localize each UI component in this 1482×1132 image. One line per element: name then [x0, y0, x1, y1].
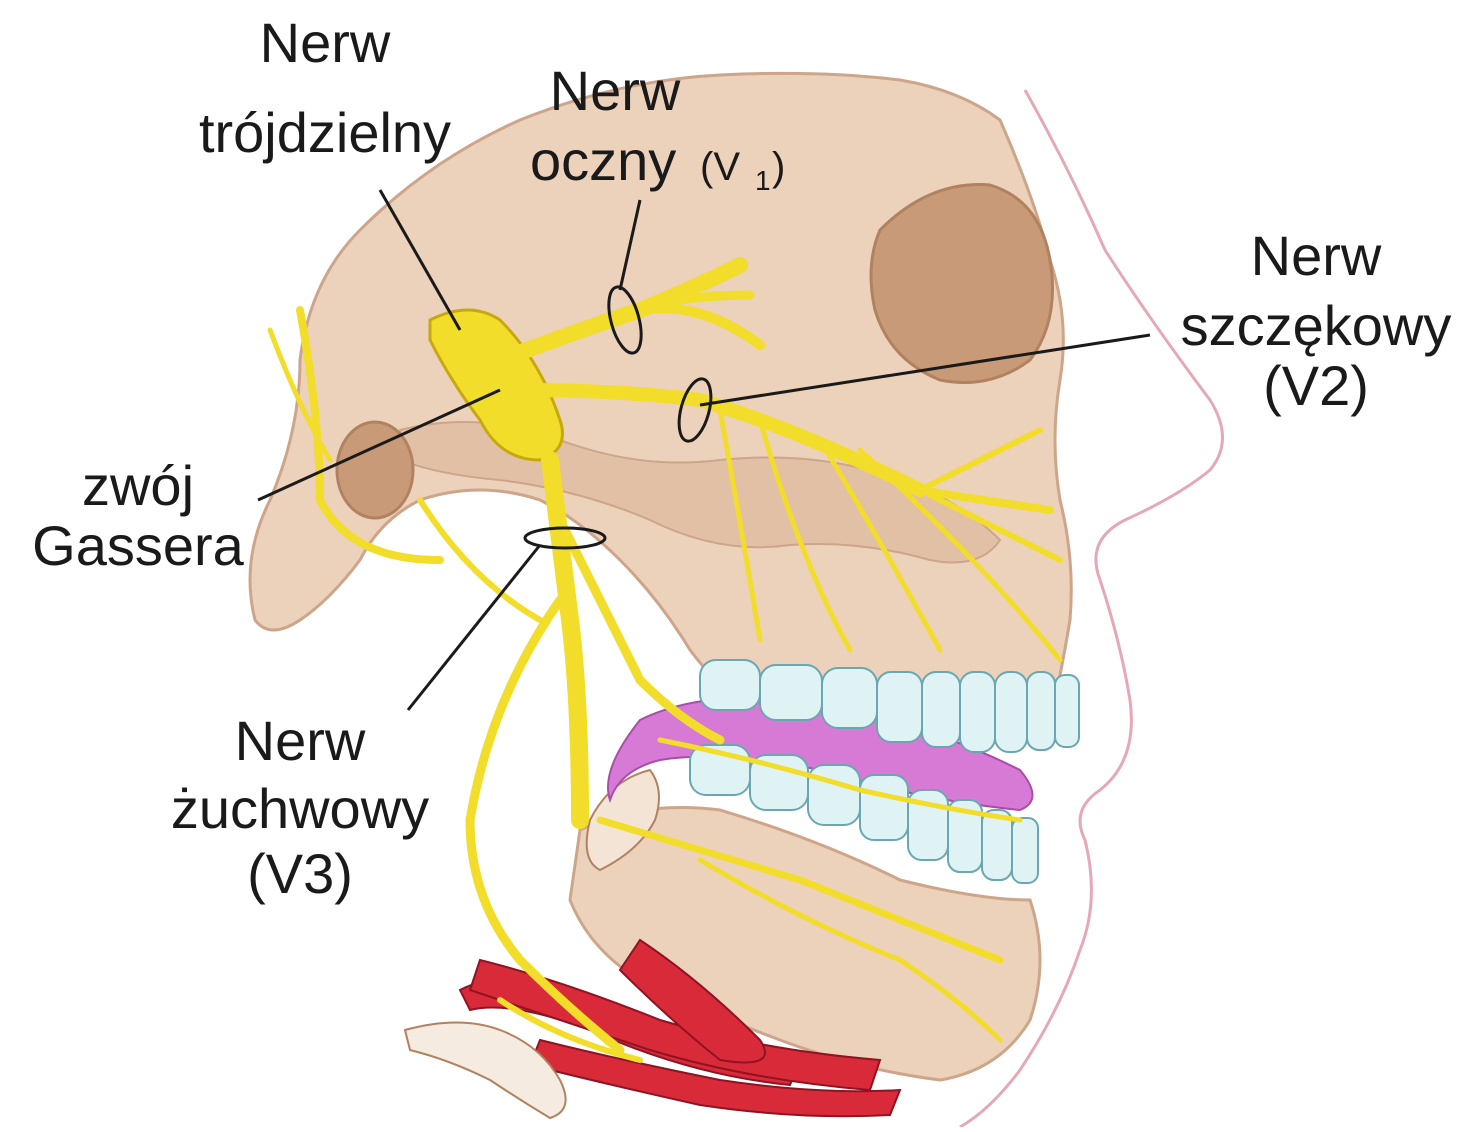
label-mandibular-line2: żuchwowy: [171, 777, 429, 840]
label-maxillary-line1: Nerw: [1251, 224, 1382, 287]
label-ophthalmic-line1: Nerw: [550, 59, 681, 122]
label-maxillary-line3: (V2): [1263, 354, 1369, 417]
label-mandibular-line1: Nerw: [235, 709, 366, 772]
label-maxillary-nerve: Nerw szczękowy (V2): [1181, 224, 1452, 417]
label-trigeminal-line2: trójdzielny: [199, 101, 451, 164]
label-ganglion-line1: zwój: [82, 454, 194, 517]
label-ganglion-line2: Gassera: [32, 514, 244, 577]
label-ophthalmic-roman: (V: [700, 145, 740, 189]
hyoid-bone: [405, 1023, 566, 1119]
label-gasserian-ganglion: zwój Gassera: [32, 454, 244, 577]
label-trigeminal-nerve: Nerw trójdzielny: [199, 11, 451, 164]
orbit-cavity: [871, 185, 1053, 383]
label-ophthalmic-close: ): [772, 145, 785, 189]
label-ophthalmic-line2: oczny: [530, 129, 676, 192]
label-mandibular-nerve: Nerw żuchwowy (V3): [171, 709, 429, 905]
label-maxillary-line2: szczękowy: [1181, 294, 1452, 357]
label-ophthalmic-subscript: 1: [755, 165, 771, 196]
label-trigeminal-line1: Nerw: [260, 11, 391, 74]
label-mandibular-line3: (V3): [247, 842, 353, 905]
ear-canal: [337, 422, 413, 518]
